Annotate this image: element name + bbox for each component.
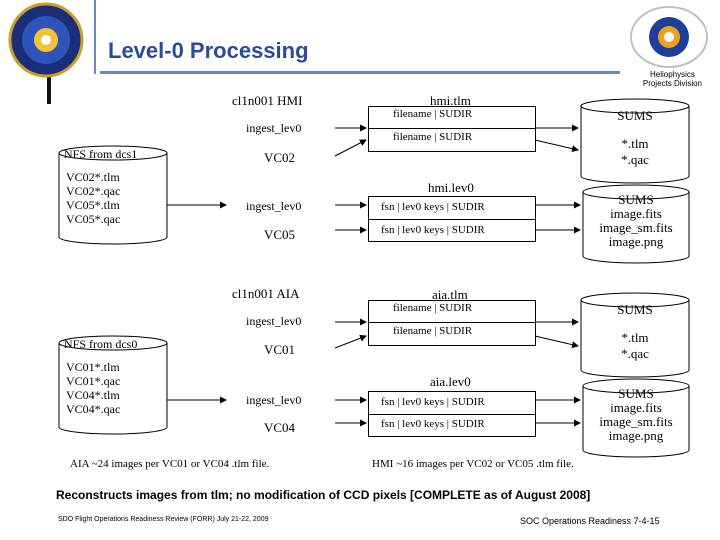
aia-sums-image-line: image.fits <box>610 400 662 415</box>
aia-images-note: AIA ~24 images per VC01 or VC04 .tlm fil… <box>70 458 270 470</box>
division-line-2: Projects Division <box>642 79 702 88</box>
aia-sums-image-storage: SUMS image.fits image_sm.fits image.png <box>582 378 690 458</box>
aia-tlm-row: filename | SUDIR <box>393 325 473 337</box>
hmi-sums-title: SUMS <box>617 108 653 123</box>
hmi-ingest-2: ingest_lev0 <box>246 199 302 213</box>
hmi-nfs-storage: NFS from dcs1 VC02*.tlm VC02*.qac VC05*.… <box>58 145 168 245</box>
hmi-sums-tlm-storage: SUMS *.tlm *.qac <box>580 98 690 184</box>
division-line-1: Heliophysics <box>649 70 695 79</box>
hmi-vc02-label: VC02 <box>264 150 296 165</box>
hmi-sums-image-line: SUMS <box>618 192 654 207</box>
aia-sums-image-line: image.png <box>608 428 664 443</box>
hmi-sums-image-line: image.png <box>608 234 664 249</box>
aia-vc01-label: VC01 <box>264 342 296 357</box>
hmi-sums-image-line: image.fits <box>610 206 662 221</box>
hmi-sums-image-storage: SUMS image.fits image_sm.fits image.png <box>582 184 690 264</box>
aia-tlm-row: filename | SUDIR <box>393 302 473 314</box>
page-title: Level-0 Processing <box>108 38 309 63</box>
lws-logo <box>630 6 708 68</box>
aia-nfs-storage: NFS from dcs0 VC01*.tlm VC01*.qac VC04*.… <box>58 335 168 435</box>
hmi-nfs-file: VC05*.tlm <box>66 198 120 212</box>
aia-sums-file: *.tlm <box>621 330 649 345</box>
aia-sums-tlm-storage: SUMS *.tlm *.qac <box>580 292 690 378</box>
hmi-vc05-label: VC05 <box>264 227 296 242</box>
hmi-lev0-series-label: hmi.lev0 <box>428 180 474 195</box>
hmi-ingest-1: ingest_lev0 <box>246 121 302 135</box>
aia-lev0-table: fsn | lev0 keys | SUDIR fsn | lev0 keys … <box>368 391 536 437</box>
hmi-images-note: HMI ~16 images per VC02 or VC05 .tlm fil… <box>372 458 574 470</box>
aia-sums-file: *.qac <box>621 346 649 361</box>
hmi-nfs-file: VC05*.qac <box>66 212 121 226</box>
aia-lev0-row: fsn | lev0 keys | SUDIR <box>381 418 485 430</box>
aia-ingest-2: ingest_lev0 <box>246 393 302 407</box>
aia-host-label: cl1n001 AIA <box>232 286 300 301</box>
hmi-tlm-row: filename | SUDIR <box>393 108 473 120</box>
review-footer: SDO Flight Operations Readiness Review (… <box>58 516 269 523</box>
hmi-host-label: cl1n001 HMI <box>232 93 303 108</box>
aia-nfs-file: VC01*.qac <box>66 374 121 388</box>
hmi-lev0-table: fsn | lev0 keys | SUDIR fsn | lev0 keys … <box>368 196 536 242</box>
title-accent-bar <box>47 77 51 104</box>
hmi-sums-image-line: image_sm.fits <box>599 220 673 235</box>
aia-sums-image-line: image_sm.fits <box>599 414 673 429</box>
summary-statement: Reconstructs images from tlm; no modific… <box>56 488 591 502</box>
aia-nfs-title: NFS from dcs0 <box>64 337 138 351</box>
aia-lev0-row: fsn | lev0 keys | SUDIR <box>381 396 485 408</box>
aia-nfs-file: VC04*.tlm <box>66 388 120 402</box>
hmi-sums-file: *.qac <box>621 152 649 167</box>
aia-lev0-series-label: aia.lev0 <box>430 374 471 389</box>
aia-nfs-file: VC01*.tlm <box>66 360 120 374</box>
header-underline <box>100 71 620 74</box>
observatory-seal-logo <box>8 2 84 78</box>
hmi-tlm-table: filename | SUDIR filename | SUDIR <box>368 106 536 152</box>
hmi-sums-file: *.tlm <box>621 136 649 151</box>
hmi-nfs-file: VC02*.tlm <box>66 170 120 184</box>
aia-tlm-table: filename | SUDIR filename | SUDIR <box>368 300 536 346</box>
aia-sums-image-line: SUMS <box>618 386 654 401</box>
hmi-tlm-row: filename | SUDIR <box>393 131 473 143</box>
division-label: Heliophysics Projects Division <box>643 70 702 88</box>
aia-nfs-file: VC04*.qac <box>66 402 121 416</box>
header-vertical-rule <box>94 0 96 74</box>
hmi-tlm-series-label: hmi.tlm <box>430 93 471 108</box>
aia-sums-title: SUMS <box>617 302 653 317</box>
hmi-lev0-row: fsn | lev0 keys | SUDIR <box>381 224 485 236</box>
aia-tlm-series-label: aia.tlm <box>432 287 468 302</box>
hmi-nfs-title: NFS from dcs1 <box>64 147 138 161</box>
aia-vc04-label: VC04 <box>264 420 296 435</box>
hmi-nfs-file: VC02*.qac <box>66 184 121 198</box>
page-footer: SOC Operations Readiness 7-4-15 <box>520 516 660 526</box>
hmi-lev0-row: fsn | lev0 keys | SUDIR <box>381 201 485 213</box>
aia-ingest-1: ingest_lev0 <box>246 314 302 328</box>
